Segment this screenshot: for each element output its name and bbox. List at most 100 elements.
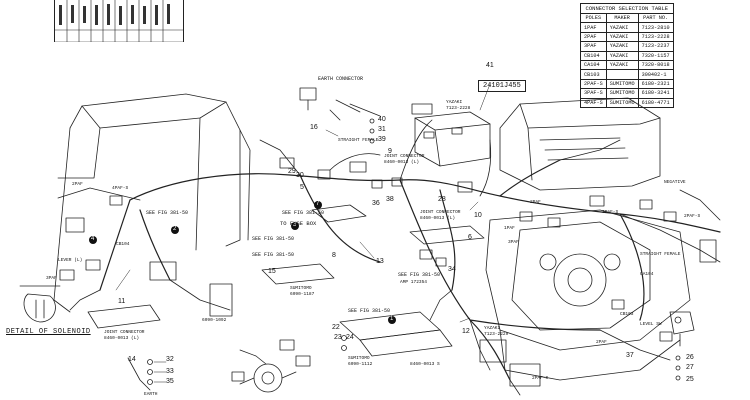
callout-15: 15 bbox=[268, 268, 276, 275]
callout-12: 12 bbox=[462, 328, 470, 335]
fastener-stack bbox=[127, 118, 681, 391]
callout-7: 7 bbox=[316, 201, 320, 207]
battery bbox=[411, 103, 491, 167]
earth-label: EARTH bbox=[144, 392, 158, 397]
connector-cb103: CB103 bbox=[620, 312, 634, 317]
connector-cb104: CB104 bbox=[116, 242, 130, 247]
callout-13: 13 bbox=[376, 258, 384, 265]
sumitomo-label: SUMITOMO bbox=[290, 286, 312, 291]
connector-3paf: 3PAF bbox=[46, 276, 57, 281]
joint-connector-label-3: JOINT CONNECTOR bbox=[104, 330, 145, 335]
amp-label: AMP 172354 bbox=[400, 280, 428, 285]
callout-10: 10 bbox=[474, 212, 482, 219]
connector-2paf-b: 2PAF bbox=[530, 200, 541, 205]
callout-40: 40 bbox=[378, 116, 386, 123]
small-connectors bbox=[59, 157, 717, 387]
callout-39: 39 bbox=[378, 136, 386, 143]
callout-31: 31 bbox=[378, 126, 386, 133]
yazaki-label-2: YAZAKI bbox=[484, 326, 501, 331]
callout-6: 6 bbox=[468, 234, 472, 241]
circled-callouts bbox=[89, 201, 396, 324]
pressure-switch bbox=[669, 311, 695, 347]
callout-22: 22 bbox=[332, 324, 340, 331]
cab-outline bbox=[53, 93, 251, 313]
connector-2paf-s-b: 2PAF-S bbox=[532, 376, 549, 381]
joint-connector-part: 8460-0013 (L) bbox=[420, 216, 456, 221]
see-fig-ref: SEE FIG 381-50 bbox=[252, 252, 295, 258]
connector-3paf-b: 3PAF bbox=[508, 240, 519, 245]
callout-3: 3 bbox=[293, 222, 297, 228]
connector-table-title: CONNECTOR SELECTION TABLE bbox=[580, 3, 674, 13]
top-left-table-fragment bbox=[54, 0, 184, 43]
see-fig-ref: SEE FIG 381-50 bbox=[252, 236, 295, 242]
callout-28: 28 bbox=[438, 196, 446, 203]
see-fig-ref: SEE FIG 381-50 bbox=[398, 272, 441, 278]
connector-4paf-s: 4PAF-S bbox=[112, 186, 129, 191]
callout-41: 41 bbox=[486, 62, 494, 69]
part-number-box: 24101J455 bbox=[478, 80, 526, 92]
joint-connector-label: JOINT CONNECTOR bbox=[420, 210, 461, 215]
lever-l-label: LEVER (L) bbox=[58, 258, 83, 263]
callout-25: 25 bbox=[686, 376, 694, 383]
connector-1paf: 1PAF bbox=[504, 226, 515, 231]
callout-24: 24 bbox=[346, 334, 354, 341]
leader-lines bbox=[115, 83, 491, 383]
joint-connector-part-3: 8460-0013 (L) bbox=[104, 336, 140, 341]
level-sw-label: LEVEL SW bbox=[640, 322, 662, 327]
callout-9: 9 bbox=[388, 148, 392, 155]
connector-table-header: POLES MAKER PART NO. bbox=[580, 12, 674, 24]
see-fig-ref: SEE FIG 381-50 bbox=[282, 210, 325, 216]
joint-connector-blocks bbox=[87, 204, 485, 357]
earth-connector bbox=[299, 87, 317, 111]
straight-female-label-2: STRAIGHT FEMALE bbox=[640, 252, 681, 257]
callout-26: 26 bbox=[686, 354, 694, 361]
callout-32: 32 bbox=[166, 356, 174, 363]
callout-2: 2 bbox=[173, 226, 177, 232]
branch-wires bbox=[69, 99, 721, 396]
connector-2paf-c: 2PAF bbox=[596, 340, 607, 345]
engine-block bbox=[485, 209, 691, 381]
yazaki-part-2: 7123-2229 bbox=[484, 332, 509, 337]
joint-connector-label-2: JOINT CONNECTOR bbox=[384, 154, 425, 159]
solenoid-detail bbox=[19, 285, 61, 323]
sumitomo-label-2: SUMITOMO bbox=[348, 356, 370, 361]
yazaki-part: 7123-2228 bbox=[446, 106, 471, 111]
callout-1: 1 bbox=[390, 316, 394, 322]
callout-27: 27 bbox=[686, 364, 694, 371]
callout-14: 14 bbox=[128, 356, 136, 363]
starter-motor bbox=[239, 349, 297, 393]
connector-3paf-s: 3PAF-S bbox=[602, 210, 619, 215]
callout-33: 33 bbox=[166, 368, 174, 375]
see-fig-ref: SEE FIG 381-50 bbox=[348, 308, 391, 314]
detail-of-solenoid-title: DETAIL OF SOLENOID bbox=[6, 328, 91, 336]
callout-4: 4 bbox=[91, 236, 95, 242]
sumitomo-part-2: 6090-1112 bbox=[348, 362, 373, 367]
joint-connector-part-2: 8460-0013 (L) bbox=[384, 160, 420, 165]
earth-connector-label: EARTH CONNECTOR bbox=[318, 76, 364, 82]
main-harness bbox=[99, 159, 721, 381]
connector-ca104: CA104 bbox=[640, 272, 654, 277]
table-cell: 6180-4771 bbox=[637, 97, 674, 108]
callout-11: 11 bbox=[118, 298, 126, 305]
sumitomo-part: 6090-1187 bbox=[290, 292, 315, 297]
callout-8: 8 bbox=[332, 252, 336, 259]
callout-30: 30 bbox=[296, 172, 304, 179]
engine-cover bbox=[499, 97, 661, 191]
callout-16: 16 bbox=[310, 124, 318, 131]
straight-female-label: STRAIGHT FEMALE bbox=[338, 138, 379, 143]
callout-38: 38 bbox=[386, 196, 394, 203]
yazaki-label: YAZAKI bbox=[446, 100, 463, 105]
connector-2paf: 2PAF bbox=[72, 182, 83, 187]
callout-35: 35 bbox=[166, 378, 174, 385]
joint-connector-8pin: 8460-0013 S bbox=[410, 362, 440, 367]
callout-37: 37 bbox=[626, 352, 634, 359]
callout-29: 29 bbox=[288, 168, 296, 175]
sumitomo-part-3: 6090-1092 bbox=[202, 318, 227, 323]
callout-5: 5 bbox=[300, 184, 304, 191]
connector-2paf-s: 2PAF-S bbox=[684, 214, 701, 219]
callout-36: 36 bbox=[372, 200, 380, 207]
see-fig-ref: SEE FIG 381-50 bbox=[146, 210, 189, 216]
